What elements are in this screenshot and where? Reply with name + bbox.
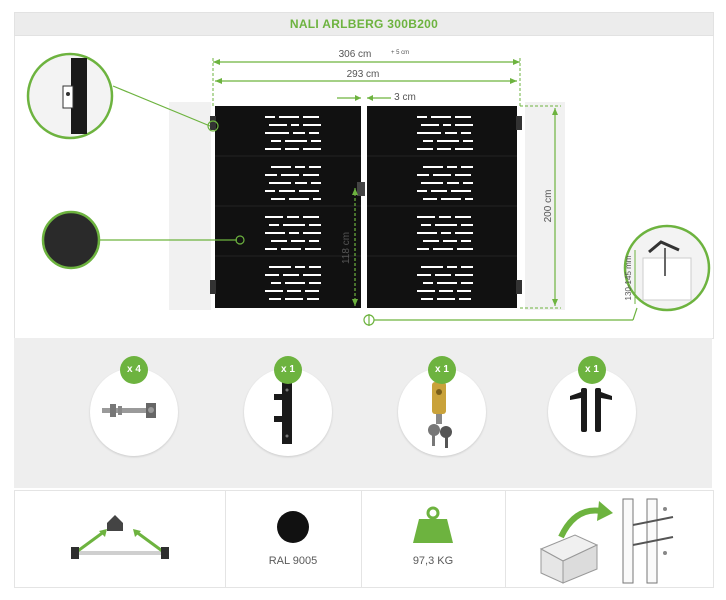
color-label: RAL 9005 xyxy=(268,555,318,567)
install-box-icon xyxy=(539,498,674,584)
hinge-icon xyxy=(516,280,522,294)
total-width-label: 306 cm xyxy=(339,49,372,60)
bolt-icon xyxy=(102,403,156,418)
finish-callout-marker xyxy=(235,235,245,245)
hinge-callout-leader xyxy=(112,85,211,127)
accessory-count-badge: x 1 xyxy=(274,356,302,384)
arrow-right xyxy=(510,78,517,84)
arrow-right xyxy=(513,59,520,65)
accessory-count-badge: x 1 xyxy=(578,356,606,384)
handle-set-icon xyxy=(570,388,612,432)
hinge-detail-screw xyxy=(66,92,70,96)
ground-pin-leader xyxy=(632,307,638,321)
opening-direction-icon xyxy=(71,515,169,559)
hinge-icon xyxy=(210,280,216,294)
arrow-up xyxy=(552,108,558,115)
weight-label: 97,3 KG xyxy=(412,555,454,567)
handle-height-label: 118 cm xyxy=(341,232,352,264)
accessories-strip: x 4 x 1 x 1 x 1 xyxy=(14,338,712,488)
total-width-tolerance: + 5 cm xyxy=(391,50,409,56)
hinge-icon xyxy=(516,116,522,130)
opening-direction-cell xyxy=(15,491,226,587)
gate-leaf-left xyxy=(215,106,361,308)
arrow-down xyxy=(552,299,558,306)
arrow-left xyxy=(215,78,222,84)
height-label: 200 cm xyxy=(543,190,554,223)
arrow-down xyxy=(352,299,358,306)
slot-pattern-left xyxy=(265,116,321,300)
left-post xyxy=(169,102,211,310)
gap-label: 3 cm xyxy=(394,92,416,103)
gate-leaf-right xyxy=(367,106,517,308)
slot-pattern-right xyxy=(417,116,473,300)
post-depth-block xyxy=(642,257,692,301)
gate-drawing: 306 cm + 5 cm 293 cm 3 cm xyxy=(26,49,711,326)
post-depth-label: 130-145 mm xyxy=(624,255,633,300)
hinge-bracket-icon xyxy=(274,382,292,444)
arrow-left xyxy=(213,59,220,65)
hinge-detail-part xyxy=(62,85,74,109)
color-swatch-icon xyxy=(277,511,309,543)
finish-swatch-circle xyxy=(41,210,101,270)
handle-icon xyxy=(357,182,365,196)
arrow-right xyxy=(355,95,361,101)
accessory-count-badge: x 1 xyxy=(428,356,456,384)
title-bar: NALI ARLBERG 300B200 xyxy=(14,12,714,36)
hinge-icon xyxy=(210,116,216,130)
gate-diagram: 306 cm + 5 cm 293 cm 3 cm xyxy=(14,36,714,339)
product-title: NALI ARLBERG 300B200 xyxy=(289,17,439,31)
right-post xyxy=(525,102,565,310)
color-cell: RAL 9005 xyxy=(225,491,362,587)
weight-cell: 97,3 KG xyxy=(361,491,506,587)
hinge-callout-marker xyxy=(207,120,219,132)
gate-width-label: 293 cm xyxy=(347,69,380,80)
install-cell xyxy=(505,491,713,587)
lock-cylinder-keys-icon xyxy=(428,382,452,448)
arrow-up xyxy=(352,188,358,195)
arrow-left xyxy=(367,95,373,101)
ground-pin-icon xyxy=(648,240,680,254)
accessory-count-badge: x 4 xyxy=(120,356,148,384)
hinge-detail-frame xyxy=(71,58,87,134)
spec-row: RAL 9005 97,3 KG xyxy=(14,490,714,588)
weight-icon xyxy=(413,506,453,543)
